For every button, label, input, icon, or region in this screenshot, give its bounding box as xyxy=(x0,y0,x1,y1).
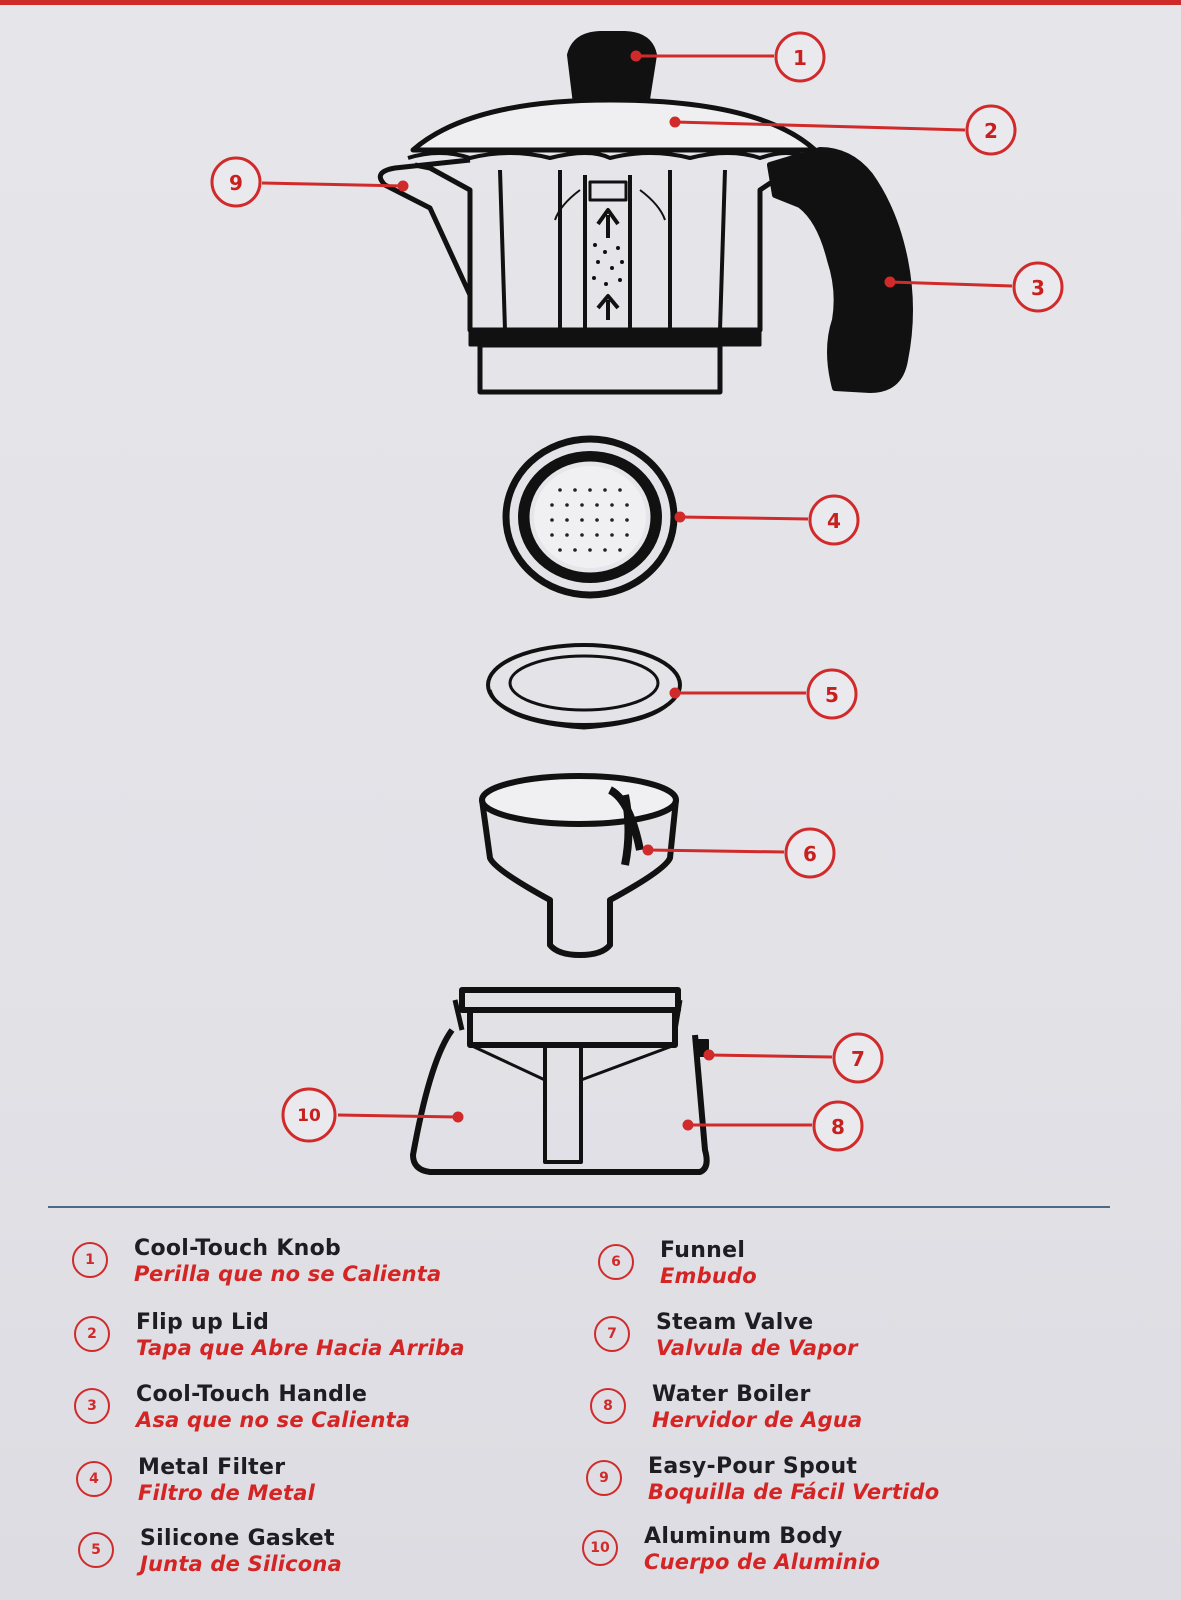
legend-number-badge: 7 xyxy=(594,1316,630,1352)
legend-number-badge: 8 xyxy=(590,1388,626,1424)
callout-number: 1 xyxy=(793,46,807,70)
legend-label-es: Perilla que no se Calienta xyxy=(134,1262,442,1286)
upper-chamber-illustration xyxy=(377,31,913,395)
legend-number-badge: 10 xyxy=(582,1530,618,1566)
callout-markers xyxy=(210,31,1064,1152)
legend-label-en: Easy-Pour Spout xyxy=(648,1454,858,1479)
lid-shape xyxy=(410,97,818,153)
legend-label-es: Hervidor de Agua xyxy=(652,1408,863,1432)
callout-number: 6 xyxy=(803,842,817,866)
legend-number-badge: 6 xyxy=(598,1244,634,1280)
legend-number-badge: 1 xyxy=(72,1242,108,1278)
legend-label-es: Tapa que Abre Hacia Arriba xyxy=(136,1336,465,1360)
legend-label-en: Water Boiler xyxy=(652,1382,811,1407)
section-divider xyxy=(48,1206,1110,1208)
callout-number: 7 xyxy=(851,1047,865,1071)
funnel-illustration xyxy=(479,773,679,958)
legend-label-es: Filtro de Metal xyxy=(138,1481,316,1505)
callout-number: 9 xyxy=(229,171,243,195)
legend-number-badge: 9 xyxy=(586,1460,622,1496)
legend-label-es: Junta de Silicona xyxy=(140,1552,342,1576)
legend-label-es: Boquilla de Fácil Vertido xyxy=(648,1480,940,1504)
legend-label-en: Aluminum Body xyxy=(644,1524,843,1549)
callout-number: 2 xyxy=(984,119,998,143)
legend-label-en: Silicone Gasket xyxy=(140,1526,335,1551)
legend-label-en: Metal Filter xyxy=(138,1455,286,1480)
legend-label-en: Cool-Touch Knob xyxy=(134,1236,342,1261)
legend-label-es: Asa que no se Calienta xyxy=(136,1408,411,1432)
upper-base-shape xyxy=(477,342,723,395)
silicone-gasket-illustration xyxy=(486,643,682,730)
legend-label-es: Valvula de Vapor xyxy=(656,1336,858,1360)
legend-label-en: Cool-Touch Handle xyxy=(136,1382,368,1407)
callout-leaders xyxy=(261,50,1013,1131)
column-perforation xyxy=(592,243,624,286)
legend-label-es: Cuerpo de Aluminio xyxy=(644,1550,880,1574)
top-accent-bar xyxy=(0,0,1181,5)
legend-label-en: Funnel xyxy=(660,1238,746,1263)
legend-number-badge: 3 xyxy=(74,1388,110,1424)
legend-number-badge: 5 xyxy=(78,1532,114,1568)
legend-label-en: Flip up Lid xyxy=(136,1310,270,1335)
callout-number: 3 xyxy=(1031,276,1045,300)
callout-number: 10 xyxy=(297,1106,321,1126)
moka-pot-exploded-diagram: 1 2 3 4 5 6 7 8 9 10 xyxy=(210,31,1064,1175)
callout-number: 8 xyxy=(831,1115,845,1139)
metal-filter-illustration xyxy=(502,435,678,599)
legend-number-badge: 4 xyxy=(76,1461,112,1497)
legend-label-en: Steam Valve xyxy=(656,1310,814,1335)
callout-number: 4 xyxy=(827,509,841,533)
callout-number: 5 xyxy=(825,683,839,707)
handle-shape xyxy=(767,147,913,393)
water-boiler-illustration xyxy=(410,987,710,1175)
legend-number-badge: 2 xyxy=(74,1316,110,1352)
legend-label-es: Embudo xyxy=(660,1264,757,1288)
